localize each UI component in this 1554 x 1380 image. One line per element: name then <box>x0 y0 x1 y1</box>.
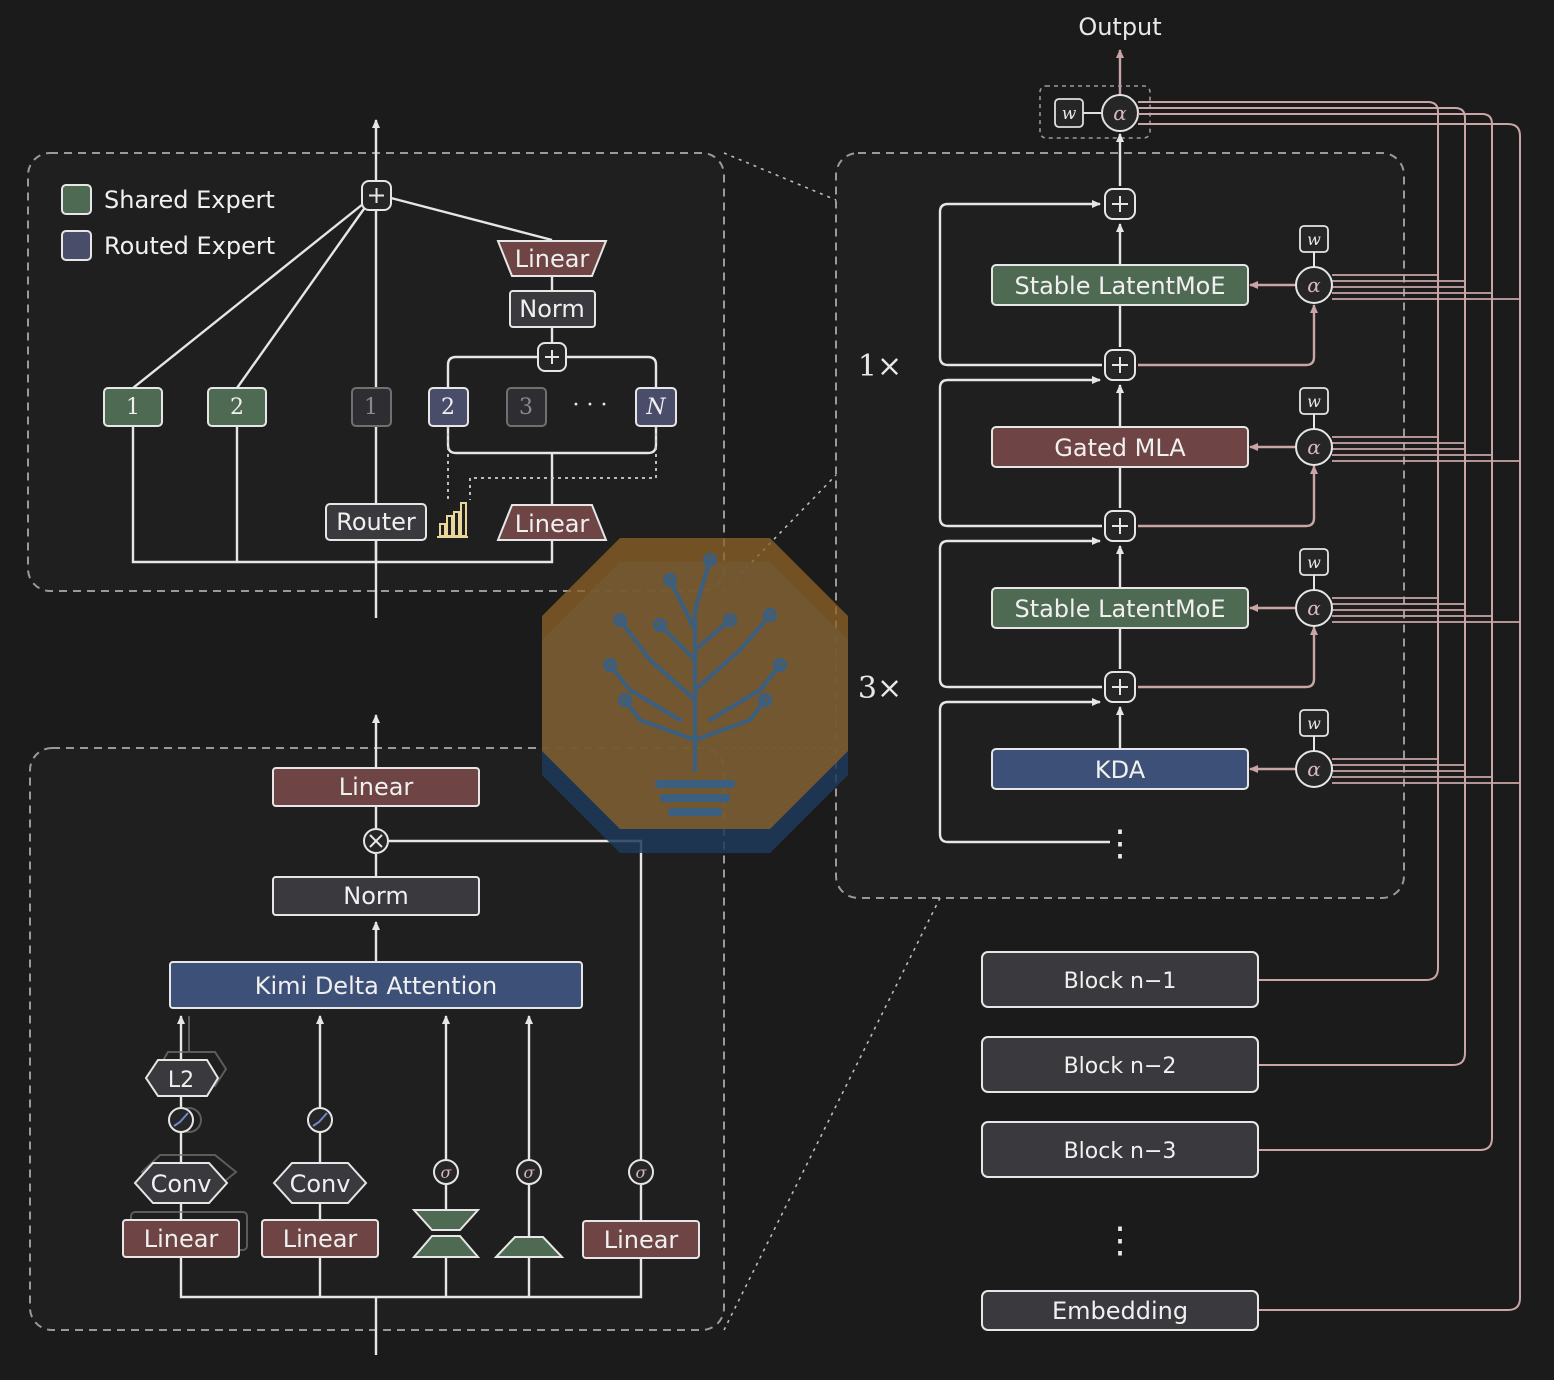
alpha-fan-lines <box>1332 274 1520 784</box>
router-label: Router <box>336 508 416 536</box>
alpha-1: α <box>1307 273 1321 297</box>
stack-plus-nodes <box>1104 188 1136 703</box>
shared-expert-2 <box>207 387 267 427</box>
legend-routed-swatch <box>61 230 92 261</box>
legend-routed-label: Routed Expert <box>104 232 275 260</box>
l2-label: L2 <box>168 1068 194 1093</box>
stack-block-4-label: KDA <box>1095 756 1146 784</box>
routed-expert-1-label: 1 <box>364 395 378 420</box>
stack-block-3-label: Stable LatentMoE <box>1014 595 1225 623</box>
conv-1-label: Conv <box>151 1170 212 1198</box>
moe-linear-top <box>496 240 608 277</box>
multiply-icon <box>369 834 383 848</box>
kda-linear-3-label: Linear <box>604 1226 679 1254</box>
conv-node-2 <box>272 1162 368 1204</box>
l2-node <box>144 1059 220 1097</box>
history-vdots: ⋮ <box>1102 1220 1138 1261</box>
moe-linear-bottom-label: Linear <box>515 510 590 538</box>
moe-plus-routed-icon <box>545 350 559 364</box>
shared-expert-1-label: 1 <box>126 395 140 420</box>
alpha-4: α <box>1307 757 1321 781</box>
repeat-1x: 1× <box>858 349 902 384</box>
stack-block-4 <box>991 748 1249 790</box>
routed-expert-2-label: 2 <box>441 395 455 420</box>
router-histogram-icon <box>437 502 468 538</box>
sigma-1: σ <box>441 1163 453 1182</box>
block-n-1-label: Block n−1 <box>1064 969 1177 994</box>
router-box <box>325 503 427 541</box>
output-alpha-label: α <box>1113 101 1127 125</box>
projection-trapezoid <box>493 1236 565 1258</box>
kda-attention-box <box>169 961 583 1009</box>
routed-expert-2 <box>428 387 469 427</box>
alpha-gates <box>1295 225 1333 788</box>
stack-block-1-label: Stable LatentMoE <box>1014 272 1225 300</box>
router-dotted-links <box>447 426 657 500</box>
moe-plus-top-icon <box>369 188 384 203</box>
routed-expert-n <box>635 387 677 427</box>
circuit-tree-logo <box>542 538 848 853</box>
stack-block-2 <box>991 426 1249 468</box>
repeat-3x: 3× <box>858 671 902 706</box>
sigma-3: σ <box>636 1163 648 1182</box>
alpha-3: α <box>1307 596 1321 620</box>
stack-block-3 <box>991 587 1249 629</box>
kda-norm-label: Norm <box>343 882 408 910</box>
legend-shared-swatch <box>61 184 92 215</box>
kda-linear-1 <box>122 1219 240 1258</box>
shared-expert-2-label: 2 <box>230 395 244 420</box>
moe-norm-label: Norm <box>519 295 584 323</box>
activation-icons <box>168 1107 654 1185</box>
kda-linear-3 <box>582 1220 700 1259</box>
alpha-2: α <box>1307 435 1321 459</box>
w-3: w <box>1307 553 1321 572</box>
kda-attention-label: Kimi Delta Attention <box>255 972 498 1000</box>
moe-linear-top-label: Linear <box>515 245 590 273</box>
routed-expert-3 <box>506 387 547 427</box>
embedding-block <box>981 1290 1259 1331</box>
stack-block-2-label: Gated MLA <box>1054 434 1186 462</box>
stack-block-1 <box>991 264 1249 306</box>
kda-linear-2-label: Linear <box>283 1225 358 1253</box>
routed-expert-n-label: N <box>645 395 666 420</box>
stack-skip-lines <box>938 200 1124 844</box>
w-4: w <box>1307 714 1321 733</box>
kda-linear-top <box>272 767 480 807</box>
residual-lines <box>1138 101 1521 1311</box>
embedding-label: Embedding <box>1052 1297 1188 1325</box>
routed-ellipsis: · · · <box>573 393 608 418</box>
kda-linear-2 <box>261 1219 379 1258</box>
kda-linear-1-label: Linear <box>144 1225 219 1253</box>
legend-shared-label: Shared Expert <box>104 186 275 214</box>
stack-vdots: ⋮ <box>1102 823 1138 864</box>
w-1: w <box>1307 230 1321 249</box>
routed-expert-1 <box>351 387 392 427</box>
moe-linear-bottom <box>496 504 608 541</box>
shared-expert-1 <box>103 387 163 427</box>
block-n-3-label: Block n−3 <box>1064 1139 1177 1164</box>
output-w-label: w <box>1062 104 1077 124</box>
block-n-1 <box>981 951 1259 1008</box>
w-2: w <box>1307 392 1321 411</box>
moe-norm <box>509 290 596 328</box>
conv-2-label: Conv <box>290 1170 351 1198</box>
block-n-2-label: Block n−2 <box>1064 1054 1177 1079</box>
output-label: Output <box>1078 13 1161 41</box>
sigma-2: σ <box>524 1163 536 1182</box>
bottleneck-top-trapezoid <box>411 1209 481 1231</box>
output-gate-frame <box>1039 85 1151 139</box>
alpha-feed-lines <box>1138 281 1318 773</box>
routed-expert-3-label: 3 <box>519 395 533 420</box>
conv-node-1 <box>133 1162 229 1204</box>
bottleneck-bottom-trapezoid <box>411 1235 481 1258</box>
kda-linear-top-label: Linear <box>339 773 414 801</box>
block-n-2 <box>981 1036 1259 1093</box>
block-n-3 <box>981 1121 1259 1178</box>
kda-norm <box>272 876 480 916</box>
